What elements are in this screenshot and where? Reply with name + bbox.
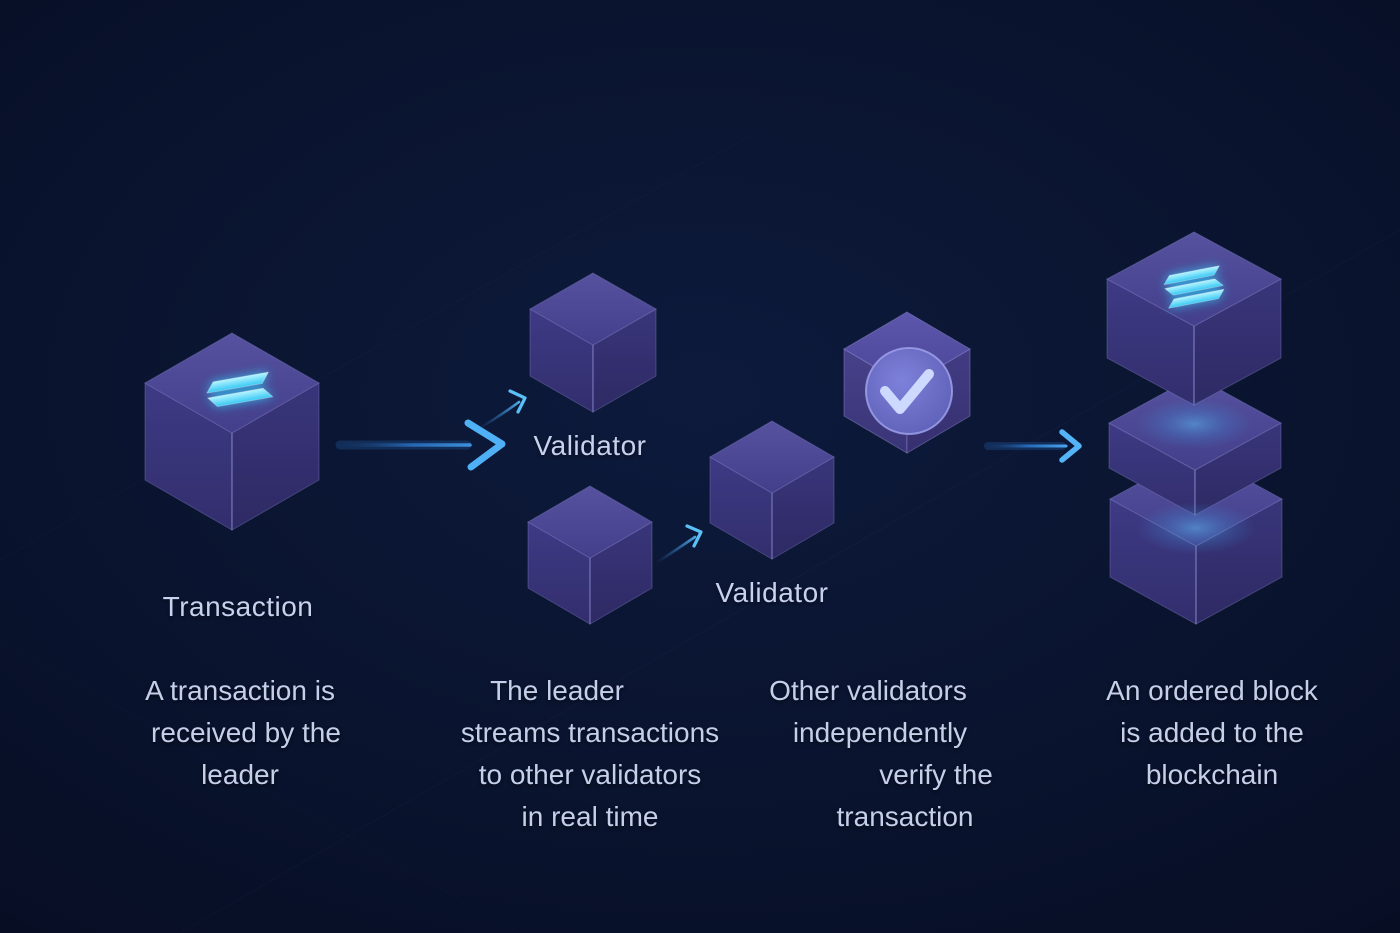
checkmark-icon <box>865 347 953 435</box>
caption-line: blockchain <box>1145 759 1279 790</box>
arrow-right-icon <box>984 429 1082 463</box>
caption-line: Other validators <box>769 675 967 706</box>
caption-line: received by the <box>151 717 341 748</box>
stack-junction-glow-lower <box>1136 502 1256 554</box>
validator-node-label-2: Validator <box>715 577 829 608</box>
validator-cube-top <box>528 272 658 413</box>
caption-line: leader <box>201 759 279 790</box>
arrow-up-right-icon <box>476 389 527 431</box>
caption-line: is added to the <box>1120 717 1304 748</box>
arrow-right-icon <box>335 419 506 471</box>
caption-line: An ordered block <box>1106 675 1318 706</box>
caption-line: transaction <box>836 801 974 832</box>
validator-cube-right <box>709 420 835 560</box>
caption-line: streams transactions <box>460 717 720 748</box>
caption-validators-verify: Other validators independently verify th… <box>680 670 1080 838</box>
caption-transaction-received: A transaction is received by the leader <box>40 670 440 796</box>
transaction-node-label: Transaction <box>162 591 314 622</box>
caption-line: The leader <box>490 675 624 706</box>
validator-cube-bottom <box>527 485 653 625</box>
caption-line: independently <box>792 717 968 748</box>
validator-node-label-1: Validator <box>533 430 647 461</box>
caption-line: to other validators <box>478 759 702 790</box>
stack-junction-glow-upper <box>1136 399 1252 449</box>
caption-line: A transaction is <box>145 675 335 706</box>
transaction-cube <box>143 332 321 531</box>
solana-logo-icon <box>206 371 274 407</box>
caption-block-added: An ordered block is added to the blockch… <box>1012 670 1400 796</box>
stack-cube-top <box>1105 231 1283 406</box>
caption-line: in real time <box>521 801 659 832</box>
caption-line: verify the <box>879 759 993 790</box>
caption-leader-streams: The leader streams transactions to other… <box>390 670 790 838</box>
blockchain-stack <box>1105 231 1284 625</box>
arrow-up-right-icon <box>654 524 703 565</box>
solana-logo-icon <box>1163 265 1225 309</box>
